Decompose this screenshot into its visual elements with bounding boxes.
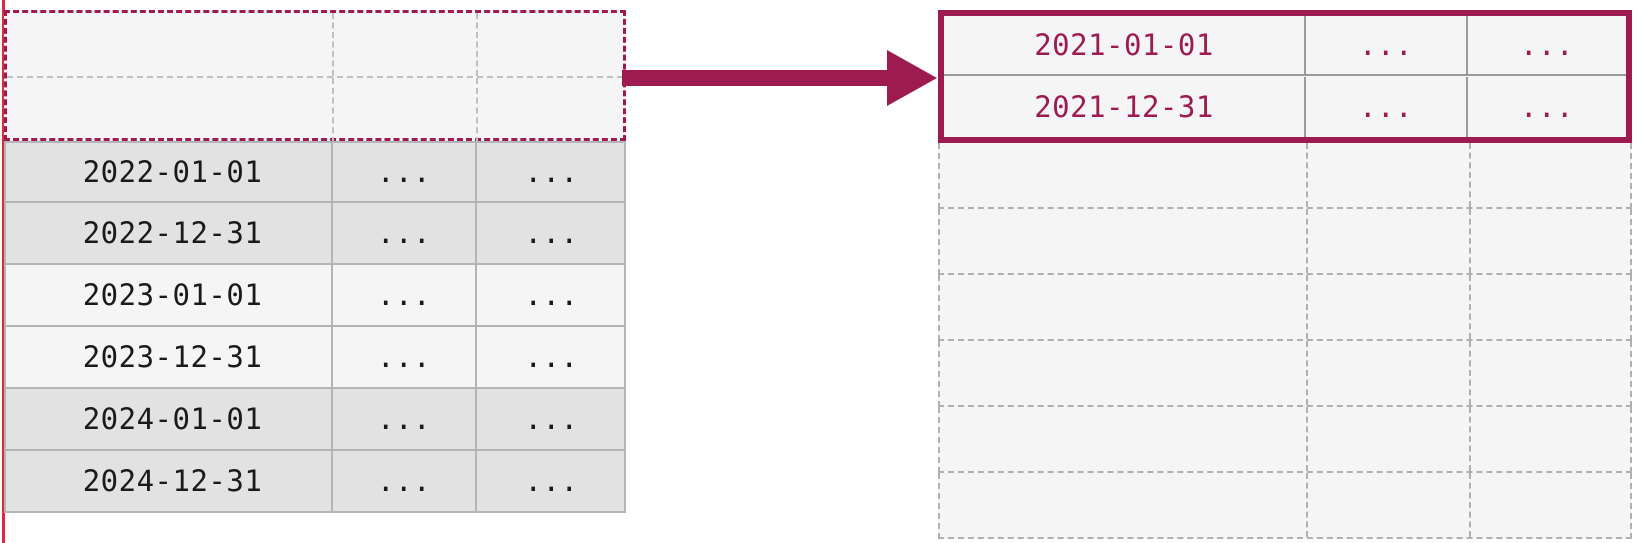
- target-ghost-row: [938, 473, 1632, 539]
- source-ghost-cell-date: [7, 78, 334, 143]
- source-ghost-cell-3: [478, 78, 629, 143]
- source-cell-3: ...: [524, 464, 579, 498]
- source-table: 2022-01-01 ... ... 2022-12-31 ... ... 20…: [4, 10, 626, 513]
- table-row[interactable]: 2021-12-31 ... ...: [944, 77, 1626, 137]
- table-row[interactable]: 2024-01-01 ... ...: [4, 389, 626, 451]
- source-cell-2: ...: [333, 389, 477, 449]
- table-row[interactable]: 2021-01-01 ... ...: [944, 16, 1626, 76]
- left-edge-marker: [2, 0, 5, 543]
- target-cell-date: 2021-01-01: [944, 16, 1306, 74]
- table-row[interactable]: 2023-01-01 ... ...: [4, 265, 626, 327]
- source-cell-3: ...: [524, 278, 579, 312]
- source-ghost-selection-box[interactable]: [4, 10, 626, 143]
- table-row[interactable]: 2023-12-31 ... ...: [4, 327, 626, 389]
- source-cell-date: 2023-12-31: [6, 327, 333, 387]
- target-ghost-cell-3: [1471, 275, 1632, 339]
- target-ghost-row: [938, 143, 1632, 209]
- source-cell-3: ...: [524, 216, 579, 250]
- source-ghost-cell-2: [334, 13, 478, 76]
- source-cell-2: ...: [333, 265, 477, 325]
- source-cell-date: 2024-01-01: [6, 389, 333, 449]
- source-cell-3: ...: [524, 340, 579, 374]
- source-ghost-cell-date: [7, 13, 334, 76]
- target-ghost-cell-date: [940, 209, 1308, 273]
- target-ghost-body: [938, 143, 1632, 541]
- source-cell-date: 2022-12-31: [6, 203, 333, 263]
- source-cell-2: ...: [333, 143, 477, 201]
- source-ghost-row: [7, 78, 623, 143]
- target-ghost-cell-date: [940, 473, 1308, 537]
- target-table: 2021-01-01 ... ... 2021-12-31 ... ...: [938, 10, 1632, 541]
- target-ghost-row: [938, 275, 1632, 341]
- target-ghost-row: [938, 341, 1632, 407]
- arrow-right-icon: [622, 50, 937, 106]
- table-row[interactable]: 2022-12-31 ... ...: [4, 203, 626, 265]
- source-cell-2: ...: [333, 203, 477, 263]
- target-ghost-cell-2: [1308, 407, 1471, 471]
- target-ghost-cell-date: [940, 143, 1308, 207]
- target-ghost-cell-2: [1308, 275, 1471, 339]
- target-ghost-cell-3: [1471, 473, 1632, 537]
- target-cell-3: ...: [1520, 28, 1574, 62]
- source-ghost-cell-3: [478, 13, 629, 76]
- source-cell-2: ...: [333, 451, 477, 511]
- target-ghost-cell-2: [1308, 209, 1471, 273]
- target-cell-date: 2021-12-31: [944, 77, 1306, 137]
- target-ghost-cell-date: [940, 275, 1308, 339]
- flow-arrow: [622, 48, 938, 108]
- table-row[interactable]: 2022-01-01 ... ...: [4, 141, 626, 203]
- target-ghost-cell-2: [1308, 341, 1471, 405]
- target-ghost-cell-3: [1471, 143, 1632, 207]
- source-cell-date: 2024-12-31: [6, 451, 333, 511]
- source-cell-date: 2023-01-01: [6, 265, 333, 325]
- target-ghost-cell-3: [1471, 407, 1632, 471]
- target-ghost-cell-date: [940, 341, 1308, 405]
- table-row[interactable]: 2024-12-31 ... ...: [4, 451, 626, 513]
- source-ghost-row: [7, 13, 623, 78]
- target-ghost-cell-2: [1308, 143, 1471, 207]
- source-cell-2: ...: [333, 327, 477, 387]
- target-ghost-row: [938, 209, 1632, 275]
- target-cell-2: ...: [1306, 77, 1468, 137]
- target-cell-3: ...: [1520, 90, 1574, 124]
- source-cell-date: 2022-01-01: [6, 143, 333, 201]
- source-table-body: 2022-01-01 ... ... 2022-12-31 ... ... 20…: [4, 141, 626, 513]
- source-cell-3: ...: [524, 155, 579, 189]
- target-ghost-cell-date: [940, 407, 1308, 471]
- target-cell-2: ...: [1306, 16, 1468, 74]
- source-cell-3: ...: [524, 402, 579, 436]
- target-ghost-cell-2: [1308, 473, 1471, 537]
- target-highlight-box[interactable]: 2021-01-01 ... ... 2021-12-31 ... ...: [938, 10, 1632, 143]
- source-ghost-cell-2: [334, 78, 478, 143]
- target-ghost-cell-3: [1471, 209, 1632, 273]
- target-ghost-cell-3: [1471, 341, 1632, 405]
- target-ghost-row: [938, 407, 1632, 473]
